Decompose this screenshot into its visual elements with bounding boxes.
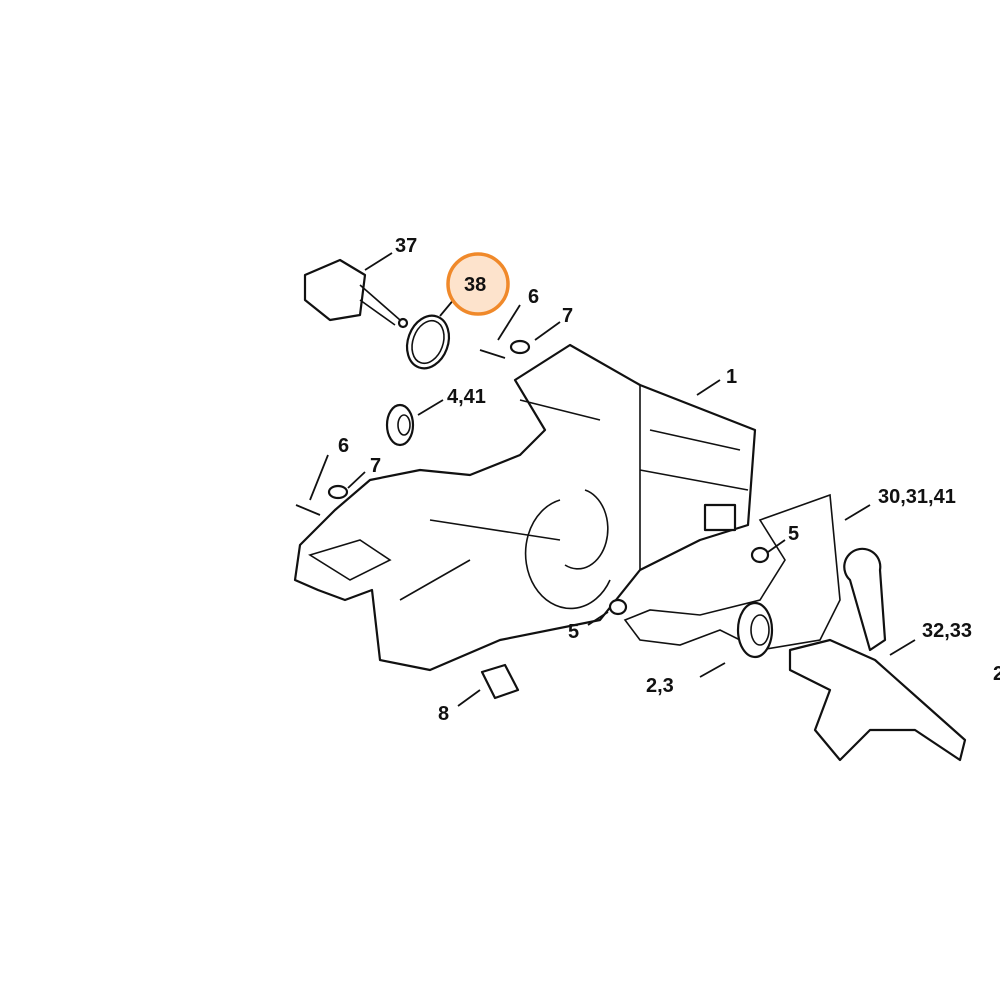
callout-6[interactable]: 6: [338, 435, 349, 457]
callout-5[interactable]: 5: [568, 621, 579, 643]
callout-4-41[interactable]: 4,41: [447, 386, 486, 408]
crankshaft-part-32[interactable]: [788, 547, 967, 762]
pin-part-6[interactable]: [295, 504, 321, 516]
bearing-part-2[interactable]: [736, 601, 774, 659]
leader-lines: [309, 252, 916, 707]
o-ring-part-38[interactable]: [400, 310, 456, 374]
callout-6[interactable]: 6: [528, 286, 539, 308]
plug-part-8[interactable]: [480, 663, 520, 700]
crankcase-part-1[interactable]: [293, 343, 757, 672]
sleeve-part-5[interactable]: [750, 546, 770, 564]
washer-part-7[interactable]: [509, 339, 531, 355]
callout-30-31-41[interactable]: 30,31,41: [878, 486, 956, 508]
pin-part-6[interactable]: [479, 349, 506, 359]
gasket-part-30[interactable]: [623, 493, 841, 651]
highlight-circle: [446, 252, 510, 316]
callout-cut-off[interactable]: 2: [993, 663, 1000, 685]
washer-part-7[interactable]: [327, 484, 349, 500]
sleeve-part-5[interactable]: [608, 598, 628, 616]
callout-38[interactable]: 38: [464, 274, 486, 296]
callout-32-33[interactable]: 32,33: [922, 620, 972, 642]
oil-seal-part-4[interactable]: [385, 403, 415, 447]
oil-pump-part-37[interactable]: [303, 258, 409, 329]
callout-1[interactable]: 1: [726, 366, 737, 388]
callout-7[interactable]: 7: [370, 455, 381, 477]
callout-8[interactable]: 8: [438, 703, 449, 725]
callout-2-3[interactable]: 2,3: [646, 675, 674, 697]
callout-5[interactable]: 5: [788, 523, 799, 545]
callout-37[interactable]: 37: [395, 235, 417, 257]
callout-7[interactable]: 7: [562, 305, 573, 327]
